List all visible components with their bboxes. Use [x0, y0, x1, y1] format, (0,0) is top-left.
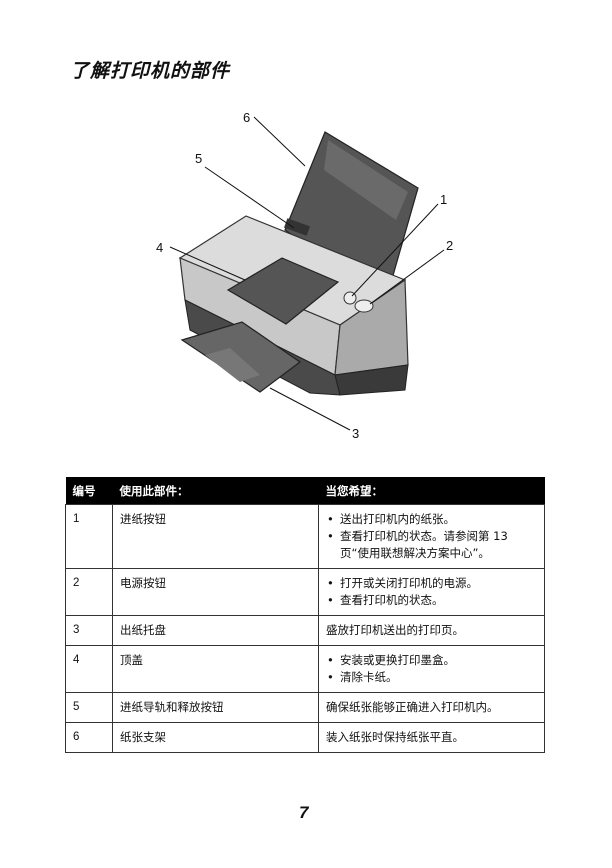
paper-support-shade	[324, 140, 408, 220]
purpose-item: 查看打印机的状态。请参阅第 13 页“使用联想解决方案中心”。	[326, 528, 537, 562]
printer-illustration: 1 2 3 4 5 6	[150, 100, 470, 450]
header-number: 编号	[65, 477, 113, 505]
purpose-item: 查看打印机的状态。	[326, 592, 537, 609]
row-number: 3	[65, 615, 113, 646]
table-row: 4 顶盖 安装或更换打印墨盒。 清除卡纸。	[65, 645, 545, 693]
row-number: 4	[65, 645, 113, 693]
purpose-item: 送出打印机内的纸张。	[326, 511, 537, 528]
row-part: 纸张支架	[112, 722, 319, 753]
printer-base-side	[334, 364, 409, 396]
table-row: 3 出纸托盘 盛放打印机送出的打印页。	[65, 615, 545, 646]
row-purpose: 安装或更换打印墨盒。 清除卡纸。	[318, 645, 545, 693]
leader-line-6	[253, 116, 306, 167]
page-title: 了解打印机的部件	[70, 60, 231, 82]
callout-3: 3	[352, 426, 359, 441]
table-row: 1 进纸按钮 送出打印机内的纸张。 查看打印机的状态。请参阅第 13 页“使用联…	[65, 504, 545, 569]
row-purpose: 送出打印机内的纸张。 查看打印机的状态。请参阅第 13 页“使用联想解决方案中心…	[318, 504, 545, 569]
row-purpose: 盛放打印机送出的打印页。	[318, 615, 545, 646]
header-purpose: 当您希望：	[318, 477, 545, 505]
callout-4: 4	[156, 240, 163, 255]
leader-line-5	[204, 166, 295, 229]
purpose-item: 清除卡纸。	[326, 669, 537, 686]
row-purpose: 装入纸张时保持纸张平直。	[318, 722, 545, 753]
table-row: 2 电源按钮 打开或关闭打印机的电源。 查看打印机的状态。	[65, 568, 545, 616]
page-number: 7	[299, 803, 309, 822]
row-number: 2	[65, 568, 113, 616]
callout-5: 5	[195, 151, 202, 166]
top-cover	[226, 257, 340, 325]
row-part: 电源按钮	[112, 568, 319, 616]
header-part: 使用此部件：	[112, 477, 319, 505]
leader-line-4	[169, 246, 246, 281]
row-part: 进纸按钮	[112, 504, 319, 569]
callout-6: 6	[243, 110, 250, 125]
row-number: 5	[65, 692, 113, 723]
leader-line-3	[269, 387, 351, 431]
table-row: 5 进纸导轨和释放按钮 确保纸张能够正确进入打印机内。	[65, 692, 545, 723]
table-header-row: 编号 使用此部件： 当您希望：	[65, 477, 545, 505]
row-purpose: 打开或关闭打印机的电源。 查看打印机的状态。	[318, 568, 545, 616]
power-button	[354, 299, 374, 313]
row-number: 6	[65, 722, 113, 753]
callout-2: 2	[446, 238, 453, 253]
printer-drawing: 1 2 3 4 5 6	[156, 110, 453, 441]
output-tray-extension	[205, 348, 260, 382]
row-part: 出纸托盘	[112, 615, 319, 646]
paper-guide	[284, 218, 310, 236]
table-row: 6 纸张支架 装入纸张时保持纸张平直。	[65, 722, 545, 753]
row-number: 1	[65, 504, 113, 569]
leader-line-2	[369, 249, 445, 305]
callout-1: 1	[440, 192, 447, 207]
row-part: 顶盖	[112, 645, 319, 693]
purpose-item: 安装或更换打印墨盒。	[326, 652, 537, 669]
purpose-item: 打开或关闭打印机的电源。	[326, 575, 537, 592]
parts-table: 编号 使用此部件： 当您希望： 1 进纸按钮 送出打印机内的纸张。 查看打印机的…	[65, 477, 545, 753]
leader-line-1	[351, 203, 439, 297]
row-purpose: 确保纸张能够正确进入打印机内。	[318, 692, 545, 723]
row-part: 进纸导轨和释放按钮	[112, 692, 319, 723]
